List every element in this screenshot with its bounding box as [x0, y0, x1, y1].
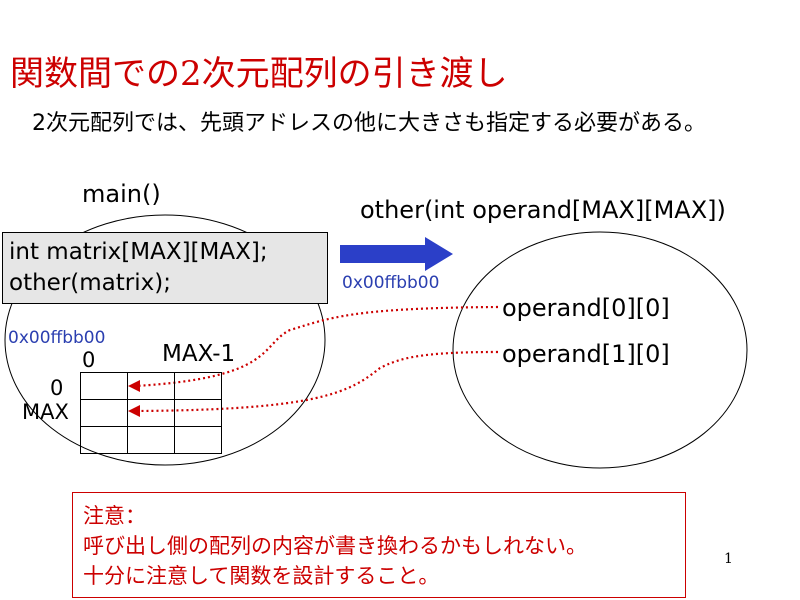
slide-subtitle: 2次元配列では、先頭アドレスの他に大きさも指定する必要がある。: [32, 111, 706, 136]
column-label-max-1: MAX-1: [162, 341, 236, 367]
grid-cell: [174, 426, 222, 454]
blue-arrow: [340, 237, 453, 271]
pointer-line-0: [134, 305, 499, 388]
grid-cell: [127, 426, 175, 454]
pointer-line-1: [134, 350, 499, 413]
address-label-arrow: 0x00ffbb00: [342, 273, 440, 293]
note-line-1: 呼び出し側の配列の内容が書き換わるかもしれない。: [83, 534, 587, 558]
grid-cell: [80, 372, 128, 400]
grid-cell: [80, 399, 128, 427]
row-label-max: MAX: [22, 400, 69, 424]
grid-row: [80, 372, 222, 400]
grid-cell: [174, 399, 222, 427]
other-function-label: other(int operand[MAX][MAX]): [360, 196, 726, 224]
address-label-main: 0x00ffbb00: [8, 328, 106, 348]
page-number: 1: [724, 551, 733, 567]
row-label-0: 0: [50, 376, 64, 400]
grid-cell: [174, 372, 222, 400]
note-heading: 注意：: [83, 504, 146, 528]
code-line-declaration: int matrix[MAX][MAX];: [9, 239, 268, 265]
other-ellipse: [452, 231, 748, 469]
grid-cell: [80, 426, 128, 454]
code-line-call: other(matrix);: [9, 270, 171, 296]
caution-note-box: 注意： 呼び出し側の配列の内容が書き換わるかもしれない。 十分に注意して関数を設…: [72, 492, 686, 598]
grid-cell: [127, 399, 175, 427]
slide-title: 関数間での2次元配列の引き渡し: [10, 54, 508, 94]
main-function-label: main(): [82, 180, 161, 208]
grid-row: [80, 426, 222, 454]
grid-cell: [127, 372, 175, 400]
matrix-grid: [80, 372, 222, 454]
grid-row: [80, 399, 222, 427]
operand-label-1-0: operand[1][0]: [502, 340, 670, 368]
operand-label-0-0: operand[0][0]: [502, 294, 670, 322]
column-label-0: 0: [82, 348, 96, 372]
main-ellipse: [4, 214, 326, 466]
code-box: int matrix[MAX][MAX]; other(matrix);: [2, 232, 328, 304]
note-line-2: 十分に注意して関数を設計すること。: [83, 564, 440, 588]
